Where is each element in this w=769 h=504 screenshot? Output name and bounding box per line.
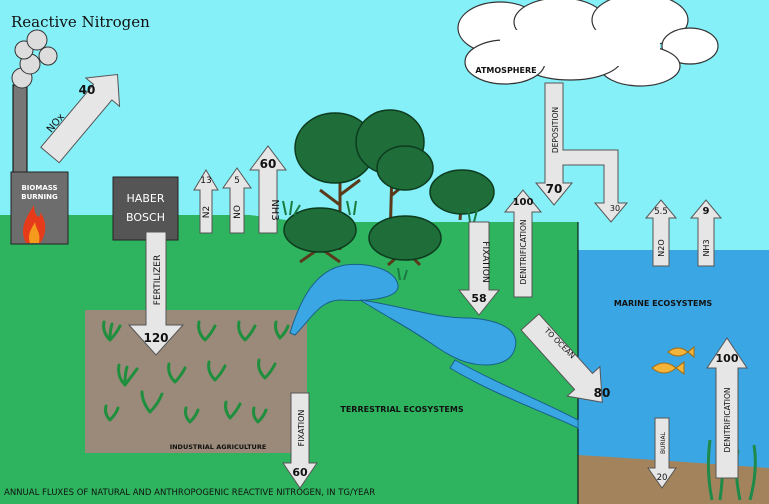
arrow-denitrification-land: [503, 189, 543, 298]
fertilizer-value: 120: [143, 331, 168, 345]
nh3-land-value: 60: [260, 157, 277, 171]
arrow-fertilizer: [127, 231, 185, 356]
arrow-no: [222, 167, 252, 234]
arrow-n2: [193, 169, 219, 234]
denit-ocean-value: 100: [716, 352, 739, 365]
terrestrial-label: TERRESTRIAL ECOSYSTEMS: [340, 405, 463, 414]
cloud-icon: [457, 0, 719, 87]
diagram-title: Reactive Nitrogen: [11, 13, 150, 31]
agriculture-label: INDUSTRIAL AGRICULTURE: [170, 443, 267, 451]
fixation-ag-value: 60: [292, 466, 308, 479]
burial-label: BURIAL: [660, 431, 667, 454]
deposition-value: 70: [546, 182, 563, 196]
n2-value: 13: [200, 176, 211, 186]
n2-label: N2: [202, 206, 212, 218]
fertilizer-label: FERTILIZER: [153, 255, 163, 305]
biomass-label-line1: BIOMASS: [21, 184, 57, 192]
burial-value: 20: [657, 473, 668, 483]
deposition-label: DEPOSITION: [551, 107, 560, 153]
arrow-burial: [647, 417, 677, 489]
caption: ANNUAL FLUXES OF NATURAL AND ANTHROPOGEN…: [4, 488, 375, 498]
arrow-fixation-agriculture: [282, 392, 318, 489]
n2o-label: N2O: [657, 239, 666, 256]
nh3-ocean-label: NH3: [702, 239, 711, 256]
arrow-nh3-ocean: [689, 199, 723, 267]
atmosphere-label: ATMOSPHERE: [475, 66, 536, 75]
denit-ocean-label: DENITRIFICATION: [723, 388, 732, 453]
haber-label-line2: BOSCH: [126, 211, 165, 224]
smokestack-icon: [11, 29, 58, 181]
deposition-ocean-value: 30: [610, 204, 620, 213]
fixation-ag-label: FIXATION: [297, 410, 306, 447]
no-value: 5: [234, 176, 240, 186]
arrow-fixation-land: [457, 221, 501, 316]
denit-land-label: DENITRIFICATION: [519, 220, 528, 285]
denit-land-value: 100: [513, 197, 534, 208]
fish-icons: [651, 345, 695, 375]
fixation-land-value: 58: [471, 292, 486, 305]
no-label: NO: [233, 205, 243, 219]
n2o-value: 5.5: [654, 207, 668, 217]
haber-label-line1: HABER: [127, 192, 165, 205]
biomass-label-line2: BURNING: [21, 193, 58, 201]
arrow-denitrification-ocean: [706, 337, 748, 479]
arrow-n2o-ocean: [644, 199, 678, 267]
arrow-deposition: [534, 82, 629, 223]
nh3-ocean-value: 9: [703, 206, 710, 217]
nh3-land-label: NH3: [269, 199, 280, 220]
lake-and-river: [289, 263, 579, 429]
to-ocean-value: 80: [594, 386, 611, 400]
arrow-nox: [40, 74, 121, 164]
tree-icons: [283, 109, 495, 267]
nox-value: 40: [79, 83, 96, 97]
haber-bosch-box: [112, 176, 179, 241]
marine-label: MARINE ECOSYSTEMS: [614, 299, 713, 308]
arrow-nh3-land: [249, 145, 287, 234]
arrow-to-ocean: [520, 313, 603, 403]
grass-icons: [282, 200, 478, 281]
fixation-land-label: FIXATION: [480, 241, 490, 282]
fire-icon: [23, 205, 46, 243]
